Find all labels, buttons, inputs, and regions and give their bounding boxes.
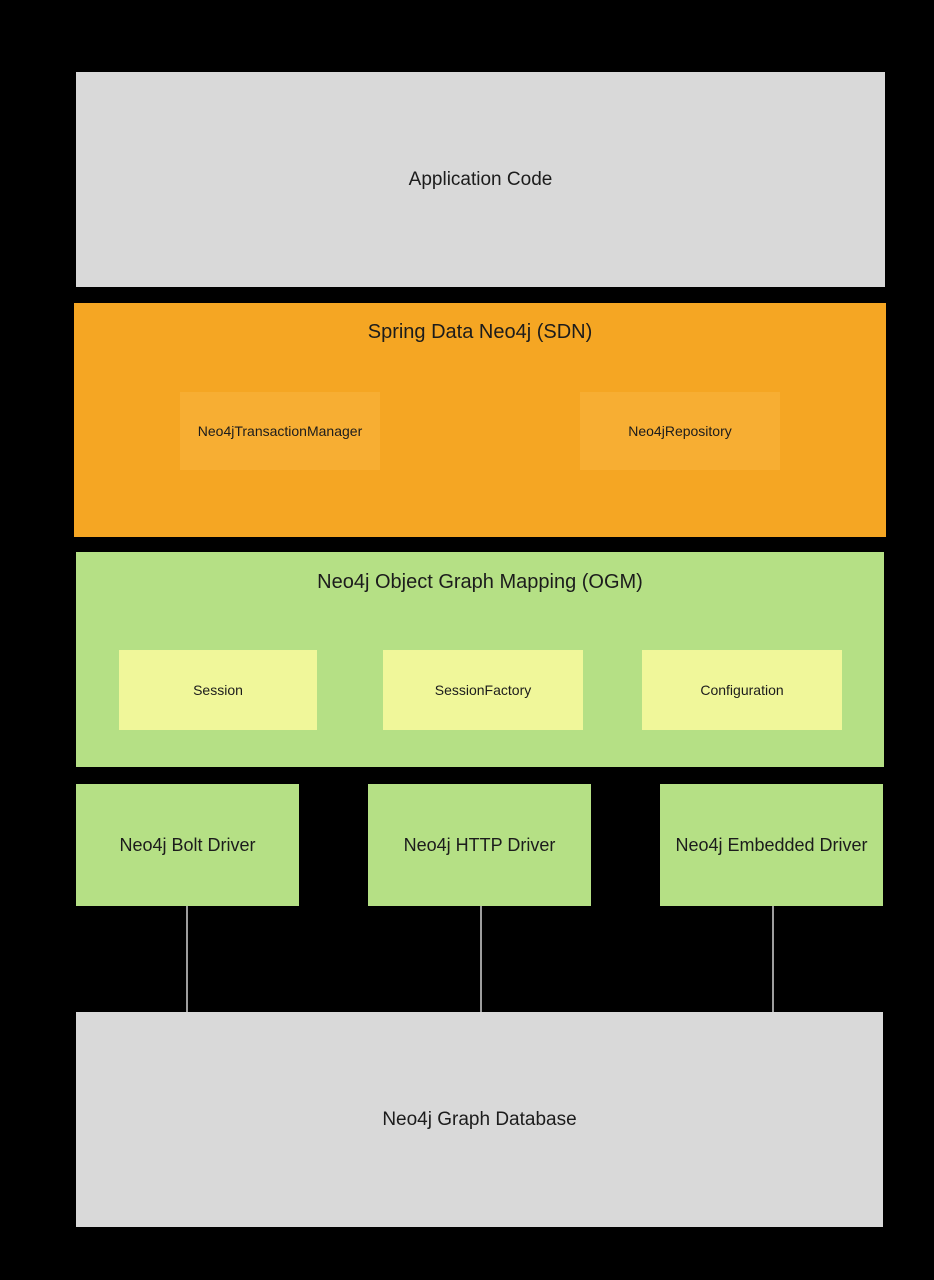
connector-embedded-to-database [772,906,774,1012]
component-configuration: Configuration [642,650,842,730]
component-neo4j-bolt-driver: Neo4j Bolt Driver [76,784,299,906]
connector-http-to-database [480,906,482,1012]
layer-spring-data-neo4j: Spring Data Neo4j (SDN) Neo4jTransaction… [74,303,886,537]
connector-bolt-to-database [186,906,188,1012]
neo4j-graph-database-label: Neo4j Graph Database [382,1108,577,1130]
session-label: Session [193,682,243,698]
session-factory-label: SessionFactory [434,682,532,698]
sdn-layer-title: Spring Data Neo4j (SDN) [367,321,593,343]
layer-neo4j-ogm: Neo4j Object Graph Mapping (OGM) Session… [76,552,884,767]
component-neo4j-http-driver: Neo4j HTTP Driver [368,784,591,906]
neo4j-http-driver-label: Neo4j HTTP Driver [403,834,556,855]
component-neo4j-repository: Neo4jRepository [580,392,780,470]
neo4j-repository-label: Neo4jRepository [628,423,732,439]
component-session: Session [119,650,317,730]
neo4j-embedded-driver-label: Neo4j Embedded Driver [675,834,868,855]
layer-application-code: Application Code [76,72,885,287]
neo4j-bolt-driver-label: Neo4j Bolt Driver [119,834,256,855]
layer-neo4j-graph-database: Neo4j Graph Database [76,1012,883,1227]
neo4j-transaction-manager-label: Neo4jTransactionManager [197,423,363,439]
configuration-label: Configuration [700,682,784,698]
application-code-label: Application Code [408,168,553,190]
component-neo4j-embedded-driver: Neo4j Embedded Driver [660,784,883,906]
component-session-factory: SessionFactory [383,650,583,730]
component-neo4j-transaction-manager: Neo4jTransactionManager [180,392,380,470]
ogm-layer-title: Neo4j Object Graph Mapping (OGM) [317,571,643,593]
